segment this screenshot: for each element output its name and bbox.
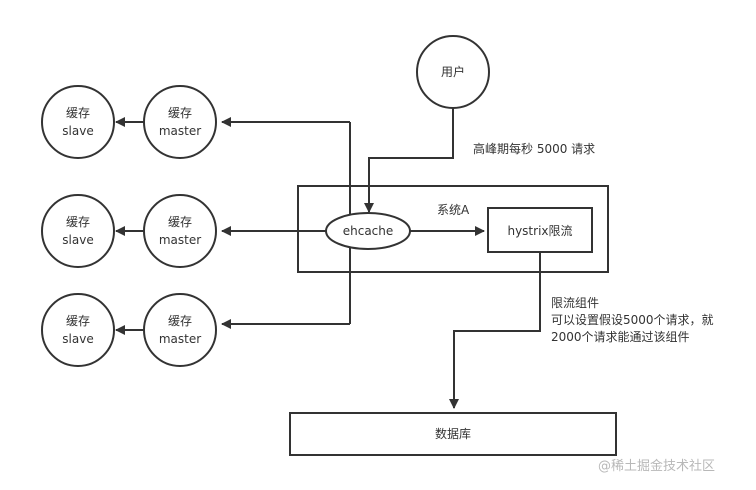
limiter-note: 限流组件 可以设置假设5000个请求，就 2000个请求能通过该组件 [551, 296, 714, 344]
arrow-user-to-ehcache [364, 108, 454, 213]
cache-row-1: 缓存 master 缓存 slave [41, 85, 217, 159]
slave-label-line1: 缓存 [66, 106, 90, 120]
master-label-line2: master [159, 124, 201, 138]
user-node: 用户 [416, 35, 490, 109]
traffic-note: 高峰期每秒 5000 请求 [473, 141, 595, 156]
ehcache-node: ehcache [325, 212, 411, 250]
user-label: 用户 [441, 64, 465, 79]
slave-label-line2: slave [62, 332, 93, 346]
slave-label-line2: slave [62, 124, 93, 138]
cache-slave-node: 缓存 slave [41, 85, 115, 159]
database-label: 数据库 [435, 426, 471, 441]
system-a-label: 系统A [437, 203, 470, 217]
master-label-line1: 缓存 [168, 215, 192, 229]
master-label-line1: 缓存 [168, 314, 192, 328]
database-node: 数据库 [289, 412, 617, 456]
slave-label-line2: slave [62, 233, 93, 247]
slave-label-line1: 缓存 [66, 314, 90, 328]
cache-master-node: 缓存 master [143, 85, 217, 159]
arrow-hystrix-to-database [449, 253, 541, 409]
limiter-note-line1: 限流组件 [551, 296, 599, 310]
hystrix-node: hystrix限流 [487, 207, 593, 253]
limiter-note-line2: 可以设置假设5000个请求，就 [551, 313, 714, 327]
master-label-line1: 缓存 [168, 106, 192, 120]
master-label-line2: master [159, 332, 201, 346]
cache-master-node: 缓存 master [143, 293, 217, 367]
cache-row-2: 缓存 master 缓存 slave [41, 194, 217, 268]
watermark: @稀土掘金技术社区 [598, 458, 715, 474]
ehcache-label: ehcache [343, 224, 394, 238]
cache-master-node: 缓存 master [143, 194, 217, 268]
limiter-note-line3: 2000个请求能通过该组件 [551, 330, 690, 344]
cache-row-3: 缓存 master 缓存 slave [41, 293, 217, 367]
master-label-line2: master [159, 233, 201, 247]
slave-label-line1: 缓存 [66, 215, 90, 229]
cache-slave-node: 缓存 slave [41, 293, 115, 367]
hystrix-label: hystrix限流 [507, 224, 572, 238]
cache-slave-node: 缓存 slave [41, 194, 115, 268]
